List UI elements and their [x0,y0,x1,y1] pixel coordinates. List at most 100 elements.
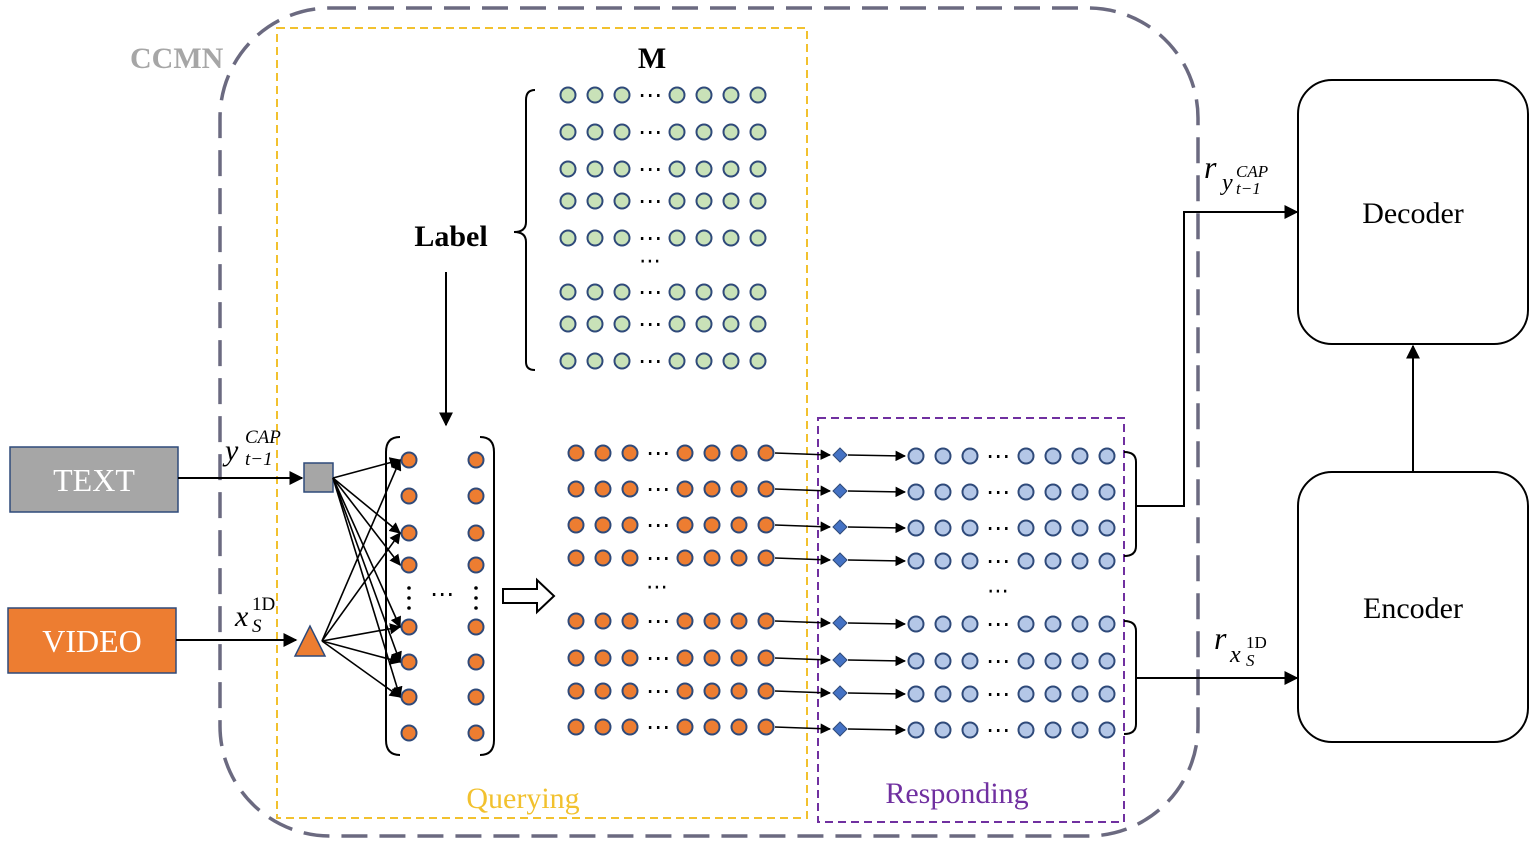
response-row-circle [1017,519,1035,537]
query-column-left-circle [400,556,418,574]
memory-row-circle [668,192,686,210]
label-text: Label [414,220,487,253]
memory-row-ellipsis: ⋯ [638,278,662,306]
r-y-sup: CAP [1236,162,1268,181]
response-row-ellipsis: ⋯ [986,442,1010,470]
query-to-diamond-arrow [774,521,832,532]
query-row-circle [567,444,585,462]
query-row-circle [567,516,585,534]
query-column-vertical-dot [474,606,478,610]
triangle-fan-arrow [321,623,402,642]
memory-row-circle [749,352,767,370]
response-row-circle [907,447,925,465]
memory-row-circle [695,229,713,247]
response-row-circle [1044,721,1062,739]
query-row-circle [757,649,775,667]
y-cap-label: y CAP t−1 [222,427,281,470]
query-row-circle [757,549,775,567]
query-row-ellipsis: ⋯ [646,544,670,572]
query-row-circle [621,612,639,630]
response-row-circle [934,519,952,537]
memory-row-circle [613,86,631,104]
query-row-circle [594,480,612,498]
query-column-middle-ellipsis: ⋯ [430,580,454,608]
response-row-circle [1044,615,1062,633]
memory-row-circle [722,352,740,370]
transform-hollow-arrow [502,577,556,615]
response-grid: ⋯⋯⋯⋯⋯⋯⋯⋯⋯ [774,442,1116,744]
response-row-circle [1098,685,1116,703]
query-column-right-circle [467,487,485,505]
memory-row-circle [749,283,767,301]
query-row-circle [676,516,694,534]
response-row-circle [934,721,952,739]
response-row-circle [907,552,925,570]
response-row-circle [1098,652,1116,670]
response-row-ellipsis: ⋯ [986,647,1010,675]
r-x-1d-label: r x 1D S [1214,620,1267,670]
query-row-circle [621,444,639,462]
r-y-base: r [1204,149,1217,185]
response-row-circle [1071,519,1089,537]
query-row-circle [757,682,775,700]
memory-row-circle [668,315,686,333]
query-row-circle [567,480,585,498]
query-row-circle [703,444,721,462]
query-row-circle [567,649,585,667]
query-row-circle [621,682,639,700]
response-row-circle [934,552,952,570]
query-row-circle [703,649,721,667]
fan-arrows [321,457,403,699]
memory-row-circle [722,160,740,178]
response-row-circle [1071,483,1089,501]
query-to-diamond-arrow [774,449,832,460]
query-row-circle [703,612,721,630]
query-row-circle [594,549,612,567]
query-to-diamond-arrow [774,723,832,734]
query-row-circle [676,480,694,498]
query-row-ellipsis: ⋯ [646,677,670,705]
r-y-cap-label: r y CAP t−1 [1204,149,1268,198]
query-vertical-ellipsis: ⋯ [646,575,668,600]
memory-row-circle [559,283,577,301]
response-row-circle [907,721,925,739]
query-column-left-bracket [385,436,401,756]
triangle-fan-arrow [321,532,401,642]
memory-row-circle [668,283,686,301]
response-row-ellipsis: ⋯ [986,514,1010,542]
query-column-left-circle [400,724,418,742]
query-row-ellipsis: ⋯ [646,713,670,741]
square-fan-arrow [332,477,401,534]
query-row-circle [730,682,748,700]
response-row-ellipsis: ⋯ [986,547,1010,575]
square-fan-arrow [332,457,402,479]
memory-row-circle [586,160,604,178]
query-to-diamond-arrow [774,654,832,665]
diamond-to-response-arrow [847,618,907,630]
query-row-ellipsis: ⋯ [646,607,670,635]
response-row-ellipsis: ⋯ [986,716,1010,744]
querying-label: Querying [466,782,579,815]
query-row-circle [676,718,694,736]
query-row-circle [567,612,585,630]
query-row-circle [730,649,748,667]
query-row-circle [621,516,639,534]
query-row-circle [757,516,775,534]
query-row-circle [594,649,612,667]
query-row-circle [703,480,721,498]
response-row-circle [1098,519,1116,537]
query-row-ellipsis: ⋯ [646,475,670,503]
query-column-left-circle [400,487,418,505]
diamond-to-response-arrow [847,450,907,462]
response-row-circle [961,483,979,501]
query-row-circle [730,444,748,462]
query-row-circle [676,612,694,630]
x-1d-sup: 1D [252,594,275,615]
response-row-circle [1017,483,1035,501]
y-cap-base: y [222,434,239,467]
query-column-left-circle [400,688,418,706]
response-top-bracket [1123,451,1137,557]
diamond-to-response-arrow [847,688,907,700]
query-row-circle [757,444,775,462]
